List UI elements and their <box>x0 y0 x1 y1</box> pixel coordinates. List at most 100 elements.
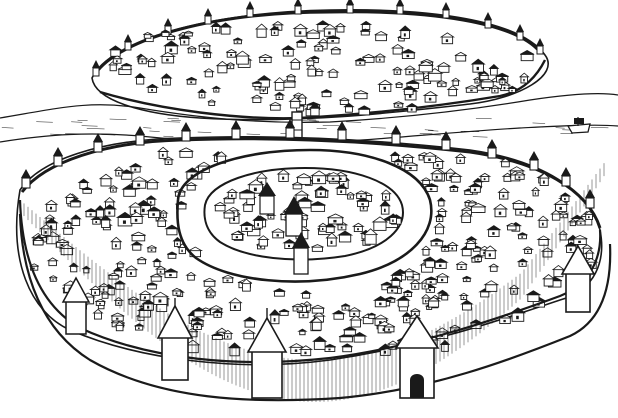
house <box>69 214 82 226</box>
foreground-gate-tower <box>394 314 440 399</box>
house <box>458 292 470 301</box>
house <box>462 275 472 283</box>
house <box>326 35 341 44</box>
house <box>409 279 422 290</box>
house <box>353 90 369 100</box>
house <box>405 79 420 89</box>
house <box>102 204 118 217</box>
house <box>145 83 160 93</box>
foreground-tower-right <box>560 244 596 313</box>
house <box>432 258 449 269</box>
house <box>483 280 500 292</box>
house <box>172 236 183 248</box>
foreground-tower-left <box>156 298 194 381</box>
foreground-tower-far-left <box>61 276 91 335</box>
house <box>113 297 124 306</box>
house <box>218 22 233 35</box>
house <box>134 323 144 331</box>
house <box>39 224 54 236</box>
house <box>186 76 198 85</box>
wall-tower <box>484 12 492 29</box>
house <box>226 62 235 70</box>
house <box>46 257 59 267</box>
house <box>130 231 146 242</box>
house <box>145 206 163 218</box>
wall-tower <box>536 38 544 55</box>
house <box>311 244 324 252</box>
house <box>110 55 124 64</box>
house <box>278 308 290 316</box>
house <box>374 30 388 42</box>
house <box>146 282 158 290</box>
house <box>58 244 76 256</box>
house <box>421 151 439 164</box>
house <box>575 218 587 226</box>
wall-tower <box>561 167 571 187</box>
house <box>454 153 467 164</box>
wall-tower <box>204 8 212 25</box>
house <box>309 201 326 212</box>
house <box>478 172 492 182</box>
house <box>367 312 376 319</box>
wall-tower <box>231 120 241 140</box>
house <box>530 186 541 197</box>
main-city <box>16 119 612 402</box>
house <box>401 85 416 96</box>
house <box>256 235 270 247</box>
house <box>343 102 355 113</box>
house <box>168 177 180 187</box>
house <box>273 288 286 297</box>
house <box>363 228 379 245</box>
house <box>157 146 170 159</box>
house <box>151 291 170 305</box>
house <box>311 304 325 314</box>
house <box>207 99 216 106</box>
house <box>178 147 194 158</box>
house <box>242 316 257 328</box>
wall-tower <box>181 122 191 142</box>
house <box>323 222 337 234</box>
far-town <box>91 0 549 121</box>
river-north-bank <box>0 93 618 123</box>
house <box>310 316 324 331</box>
house <box>81 186 93 194</box>
wall-tower <box>441 131 451 151</box>
house <box>228 297 243 311</box>
far-town-houses <box>107 20 535 117</box>
house <box>308 103 322 117</box>
house <box>470 58 486 73</box>
wall-tower <box>442 2 450 19</box>
house <box>340 303 351 311</box>
house <box>435 272 451 284</box>
house <box>202 68 215 78</box>
house <box>512 199 526 210</box>
house <box>230 231 244 240</box>
far-town-back-wall <box>93 10 542 75</box>
house <box>288 343 305 354</box>
house <box>446 85 459 97</box>
house <box>312 336 328 350</box>
house <box>519 50 535 62</box>
house <box>486 225 502 238</box>
house <box>296 173 312 185</box>
house <box>536 235 551 246</box>
house <box>146 245 157 253</box>
house <box>221 274 234 284</box>
house <box>405 102 419 113</box>
citadel-outer-ring <box>176 148 433 283</box>
house <box>69 198 82 208</box>
house <box>351 332 368 343</box>
wall-tower <box>396 0 404 15</box>
citadel-buildings <box>214 169 404 252</box>
house <box>144 178 160 190</box>
house <box>372 295 389 308</box>
house <box>330 46 342 55</box>
house <box>95 298 106 306</box>
house <box>424 183 439 192</box>
house <box>395 295 411 308</box>
house <box>124 265 139 277</box>
house <box>326 68 340 78</box>
house <box>310 170 329 185</box>
house <box>325 232 339 247</box>
house <box>497 187 511 200</box>
